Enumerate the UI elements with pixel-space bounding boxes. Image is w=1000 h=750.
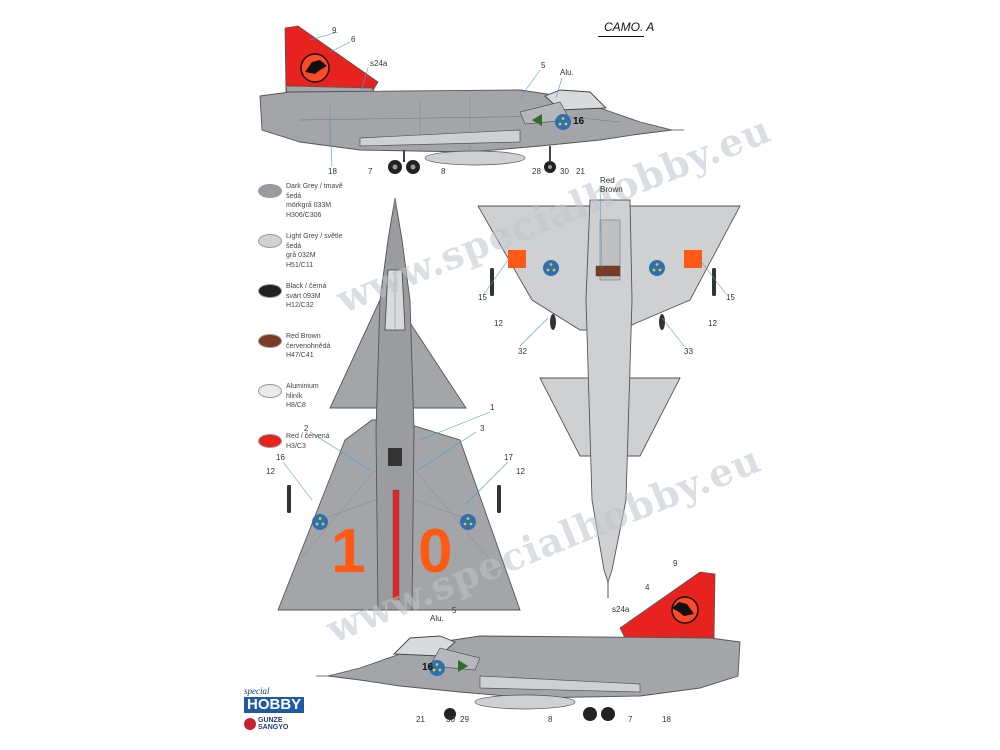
legend-item-aluminium: Aluminium hliník H8/C8 bbox=[258, 382, 348, 432]
gunze-text: GUNZE SANGYO bbox=[258, 717, 288, 731]
callout-bottom-21: 21 bbox=[416, 715, 425, 724]
callout-bottom-8: 8 bbox=[548, 715, 553, 724]
gunze-line1: GUNZE bbox=[258, 717, 283, 724]
callout-upper-3: 3 bbox=[480, 424, 485, 433]
callout-top-6: 6 bbox=[351, 35, 356, 44]
scheme-underline bbox=[598, 36, 644, 37]
callout-upper-12-right: 12 bbox=[516, 467, 525, 476]
callout-under-12-right: 12 bbox=[708, 319, 717, 328]
callout-top-30: 30 bbox=[560, 167, 569, 176]
code-digit-0: 0 bbox=[418, 517, 452, 586]
side-view-bottom bbox=[316, 571, 741, 721]
callout-top-s24a: s24a bbox=[370, 59, 388, 68]
code-digit-1: 1 bbox=[331, 517, 365, 586]
callout-under-12-left: 12 bbox=[494, 319, 503, 328]
callout-bottom-s24a: s24a bbox=[612, 605, 630, 614]
brand-logos: special HOBBY GUNZE SANGYO bbox=[244, 686, 305, 731]
tail-fin-red-2 bbox=[619, 571, 716, 641]
callout-upper-1: 1 bbox=[490, 403, 495, 412]
callout-bottom-9: 9 bbox=[673, 559, 678, 568]
callout-bottom-7: 7 bbox=[628, 715, 633, 724]
callout-under-33: 33 bbox=[684, 347, 693, 356]
fuselage-top bbox=[375, 197, 415, 611]
legend-swatch bbox=[258, 284, 282, 298]
legend-swatch bbox=[258, 184, 282, 198]
legend-text: Aluminium hliník H8/C8 bbox=[286, 383, 319, 409]
side-view-top bbox=[259, 25, 684, 174]
callout-bottom-18: 18 bbox=[662, 715, 671, 724]
callout-top-8: 8 bbox=[441, 167, 446, 176]
callout-bottom-5: 5 bbox=[452, 606, 457, 615]
legend-text: Red / červená H3/C3 bbox=[286, 433, 330, 450]
callout-top-7: 7 bbox=[368, 167, 373, 176]
legend-text: Dark Grey / tmavě šedá mörkgrå 033M H306… bbox=[286, 183, 343, 219]
legend-swatch bbox=[258, 334, 282, 348]
code-side-bottom: 16 bbox=[422, 662, 434, 673]
legend-item-red: Red / červená H3/C3 bbox=[258, 432, 348, 482]
legend-text: Red Brown červenohnědá H47/C41 bbox=[286, 333, 331, 359]
callout-bottom-29: 29 bbox=[460, 715, 469, 724]
gunze-icon bbox=[244, 718, 256, 730]
drop-tank bbox=[424, 150, 526, 166]
legend-text: Black / černá svärt 093M H12/C32 bbox=[286, 283, 327, 309]
callout-top-21: 21 bbox=[576, 167, 585, 176]
callout-top-alu: Alu. bbox=[560, 68, 574, 77]
legend-item-light-grey: Light Grey / světle šedá grå 032M H51/C1… bbox=[258, 232, 348, 282]
callout-bottom-4: 4 bbox=[645, 583, 650, 592]
callout-under-15-right: 15 bbox=[726, 293, 735, 302]
brand-hobby-text: HOBBY bbox=[244, 697, 305, 713]
callout-upper-16: 16 bbox=[276, 453, 285, 462]
tail-fin-red bbox=[284, 25, 379, 93]
code-side-top: 16 bbox=[573, 116, 585, 127]
brand-special-text: special bbox=[244, 686, 270, 696]
legend-item-black: Black / černá svärt 093M H12/C32 bbox=[258, 282, 348, 332]
legend-text: Light Grey / světle šedá grå 032M H51/C1… bbox=[286, 233, 343, 269]
callout-bottom-30: 30 bbox=[446, 715, 455, 724]
gunze-line2: SANGYO bbox=[258, 724, 289, 731]
callout-top-9: 9 bbox=[332, 26, 337, 35]
legend-swatch bbox=[258, 434, 282, 448]
callout-upper-17: 17 bbox=[504, 453, 513, 462]
callout-under-15-left: 15 bbox=[478, 293, 487, 302]
callout-under-32: 32 bbox=[518, 347, 527, 356]
callout-upper-2: 2 bbox=[304, 424, 309, 433]
plan-view-upper: 1 0 bbox=[277, 197, 521, 611]
callout-top-18: 18 bbox=[328, 167, 337, 176]
legend-swatch bbox=[258, 384, 282, 398]
plan-view-underside bbox=[477, 199, 741, 598]
color-legend: Dark Grey / tmavě šedá mörkgrå 033M H306… bbox=[258, 182, 348, 482]
callout-under-redbrown: Red Brown bbox=[600, 176, 623, 194]
underside-fuselage bbox=[585, 199, 633, 584]
scheme-label: CAMO. A bbox=[604, 20, 655, 34]
callout-bottom-alu: Alu. bbox=[430, 614, 444, 623]
legend-item-red-brown: Red Brown červenohnědá H47/C41 bbox=[258, 332, 348, 382]
gunze-logo: GUNZE SANGYO bbox=[244, 717, 302, 731]
callout-upper-12-left: 12 bbox=[266, 467, 275, 476]
callout-top-5: 5 bbox=[541, 61, 546, 70]
legend-swatch bbox=[258, 234, 282, 248]
leader-lines bbox=[282, 31, 727, 506]
legend-item-dark-grey: Dark Grey / tmavě šedá mörkgrå 033M H306… bbox=[258, 182, 348, 232]
callout-top-28: 28 bbox=[532, 167, 541, 176]
